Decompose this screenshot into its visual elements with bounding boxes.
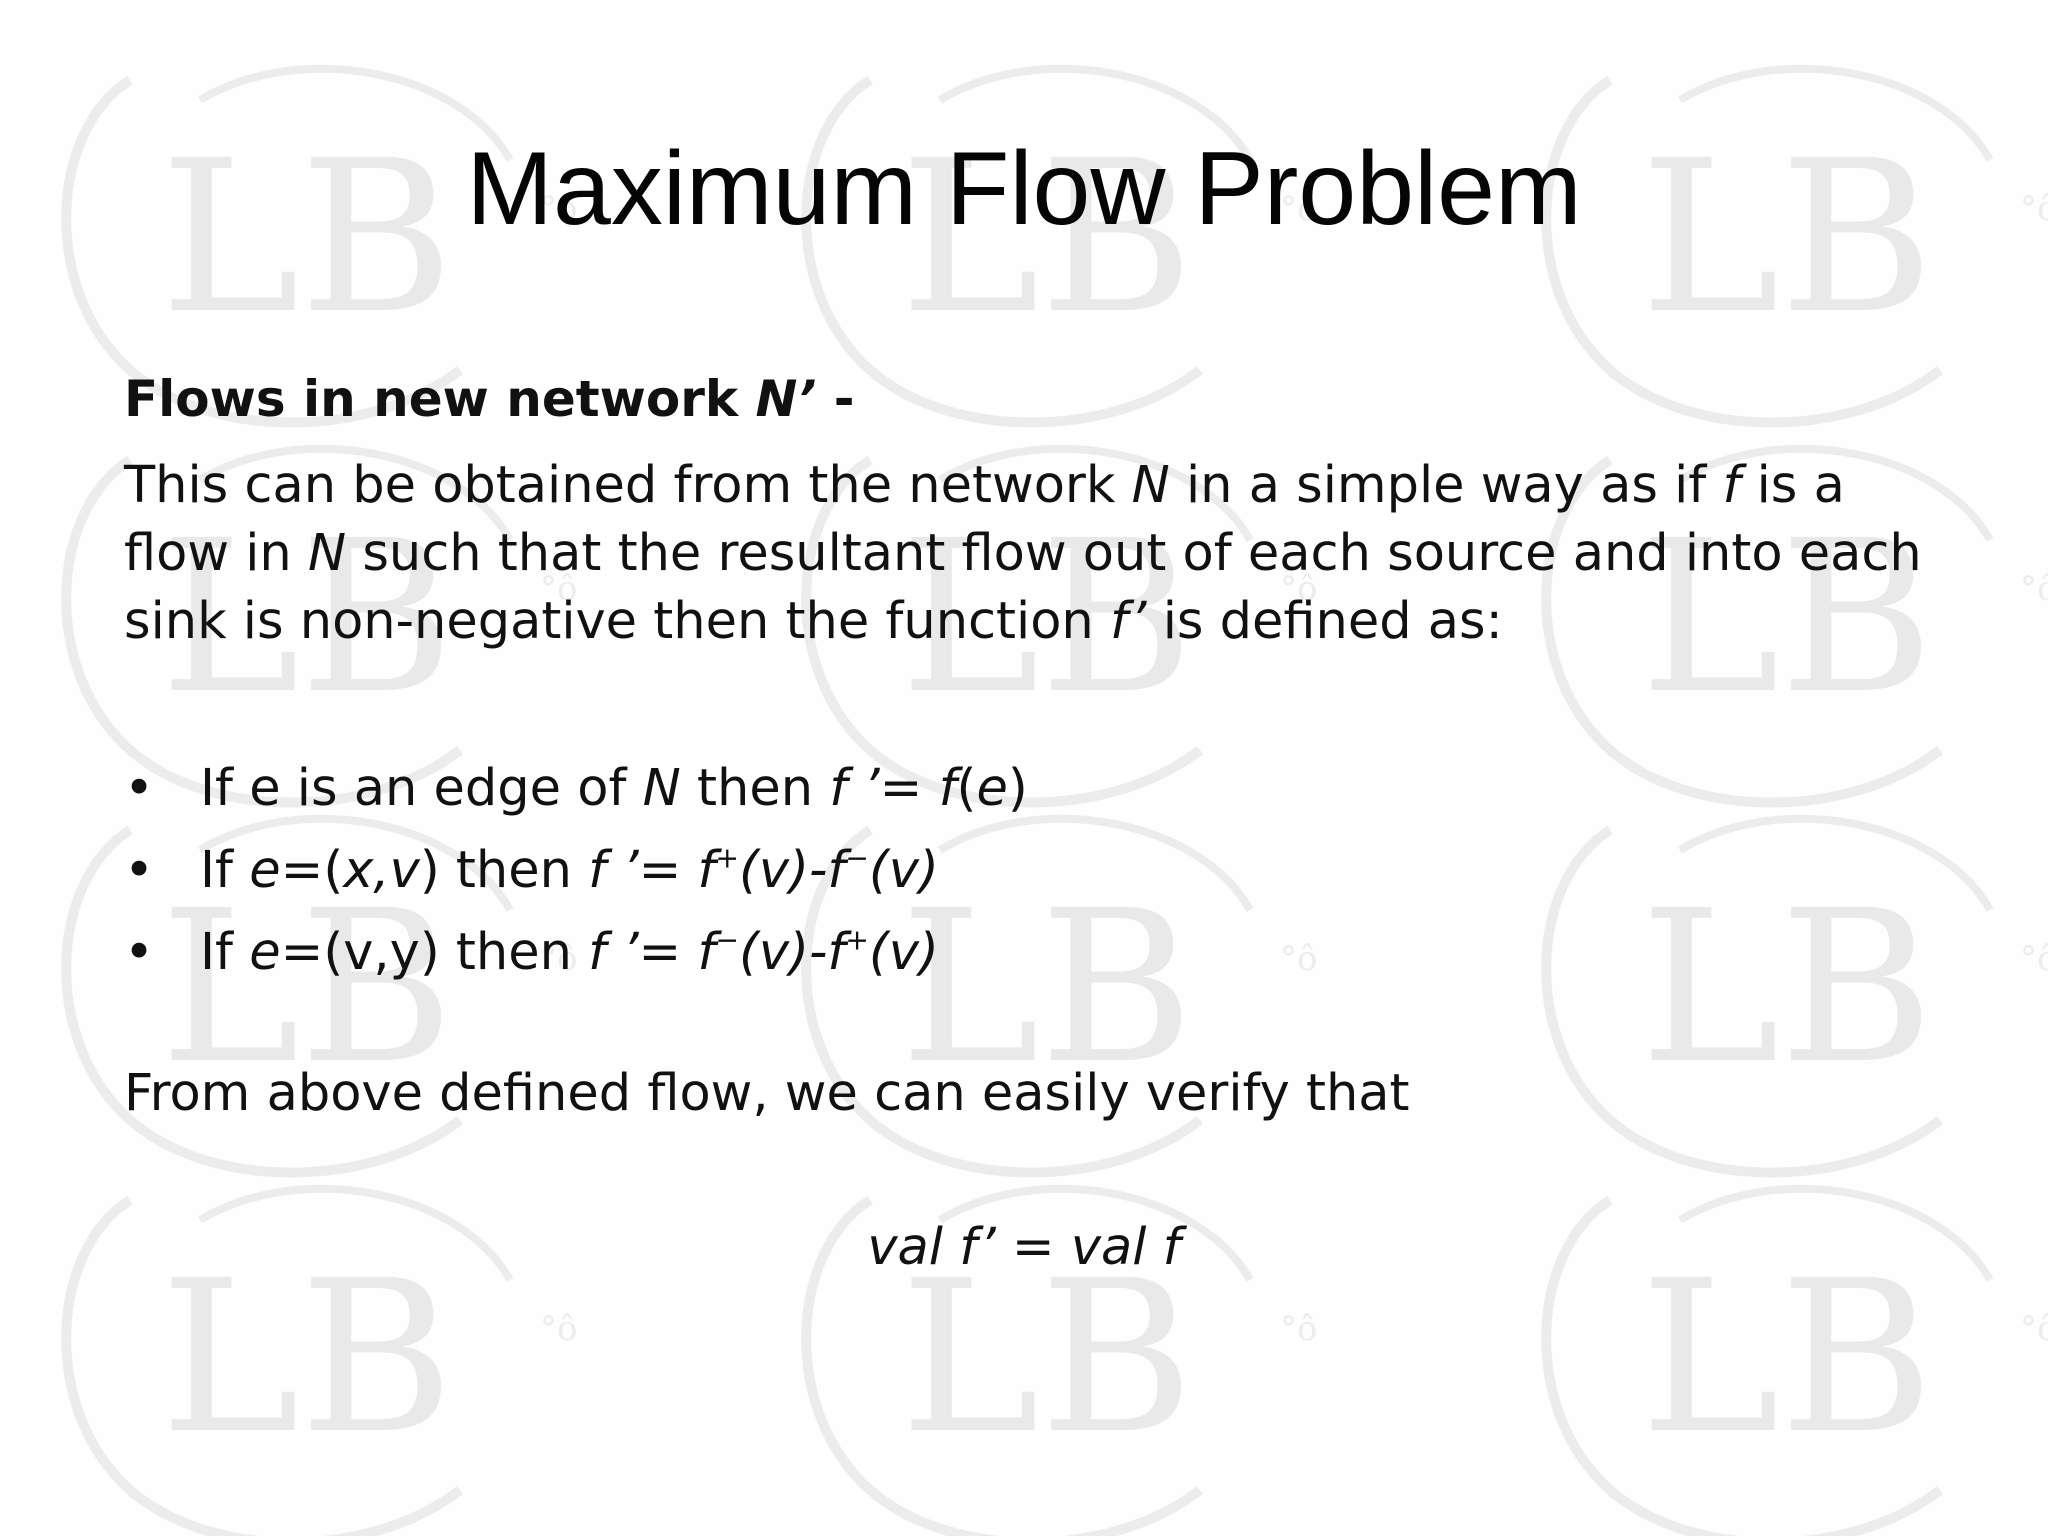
verify-text: From above defined flow, we can easily v…: [124, 1064, 1410, 1123]
bullet-text: (: [956, 759, 977, 818]
bullet-text: If e is an edge of: [200, 759, 643, 818]
value-equation: val f’ = val f: [867, 1218, 1181, 1277]
paragraph-line: This can be obtained from the network N …: [124, 452, 1922, 520]
math-symbol: (v): [868, 923, 939, 982]
bullet-text: =(v,y) then: [280, 923, 589, 982]
slide-title: Maximum Flow Problem: [466, 131, 1582, 247]
bullet-text: If: [200, 841, 250, 900]
subheading-prefix: Flows in new network: [124, 370, 756, 428]
bullet-text: ) then: [419, 841, 589, 900]
math-symbol: (v): [868, 841, 939, 900]
bullet-item: • If e=(x,v) then f ’= f+(v)-f−(v): [124, 830, 1028, 912]
math-symbol: N: [1131, 456, 1170, 515]
bullet-item: • If e=(v,y) then f ’= f−(v)-f+(v): [124, 912, 1028, 994]
math-symbol: f: [938, 759, 957, 818]
paragraph-text: sink is non-negative then the function: [124, 592, 1110, 651]
math-symbol: N: [642, 759, 681, 818]
superscript: +: [845, 923, 869, 957]
paragraph-text: such that the resultant flow out of each…: [346, 524, 1922, 583]
paragraph-text: is defined as:: [1146, 592, 1503, 651]
math-symbol: f: [697, 841, 716, 900]
superscript: −: [715, 923, 739, 957]
math-symbol: f ’: [588, 841, 639, 900]
superscript: +: [715, 841, 739, 875]
math-symbol: e: [249, 841, 281, 900]
subheading-symbol: N’: [755, 370, 817, 428]
bullet-text: then: [680, 759, 830, 818]
bullet-marker: •: [124, 759, 155, 818]
math-symbol: e: [976, 759, 1008, 818]
paragraph-text: is a: [1740, 456, 1845, 515]
math-symbol: N: [307, 524, 347, 583]
bullet-text: If: [200, 923, 250, 982]
bullet-item: • If e is an edge of N then f ’= f(e): [124, 748, 1028, 830]
bullet-text: =(: [280, 841, 344, 900]
math-symbol: (v)-: [739, 841, 828, 900]
paragraph-line: flow in N such that the resultant flow o…: [124, 520, 1922, 588]
paragraph-text: This can be obtained from the network: [124, 456, 1132, 515]
bullet-text: =: [879, 759, 939, 818]
math-symbol: (v)-: [738, 923, 828, 982]
math-symbol: f: [827, 841, 846, 900]
bullet-text: ): [1007, 759, 1028, 818]
math-symbol: f ’: [829, 759, 880, 818]
bullet-list: • If e is an edge of N then f ’= f(e) • …: [124, 748, 1028, 994]
math-symbol: f: [697, 923, 716, 982]
paragraph-text: in a simple way as if: [1169, 456, 1723, 515]
definition-paragraph: This can be obtained from the network N …: [124, 452, 1922, 656]
bullet-marker: •: [124, 841, 155, 900]
superscript: −: [845, 841, 869, 875]
bullet-text: =: [638, 841, 698, 900]
subheading: Flows in new network N’ -: [124, 370, 855, 428]
math-symbol: f’: [1109, 592, 1147, 651]
math-symbol: f ’: [588, 923, 639, 982]
bullet-text: =: [638, 923, 698, 982]
paragraph-line: sink is non-negative then the function f…: [124, 588, 1922, 656]
math-symbol: x,v: [343, 841, 420, 900]
math-symbol: f: [827, 923, 846, 982]
subheading-suffix: -: [816, 370, 855, 428]
bullet-marker: •: [124, 923, 155, 982]
math-symbol: e: [249, 923, 281, 982]
paragraph-text: flow in: [124, 524, 308, 583]
math-symbol: f: [1722, 456, 1741, 515]
watermark-logo: [1546, 819, 2048, 1173]
